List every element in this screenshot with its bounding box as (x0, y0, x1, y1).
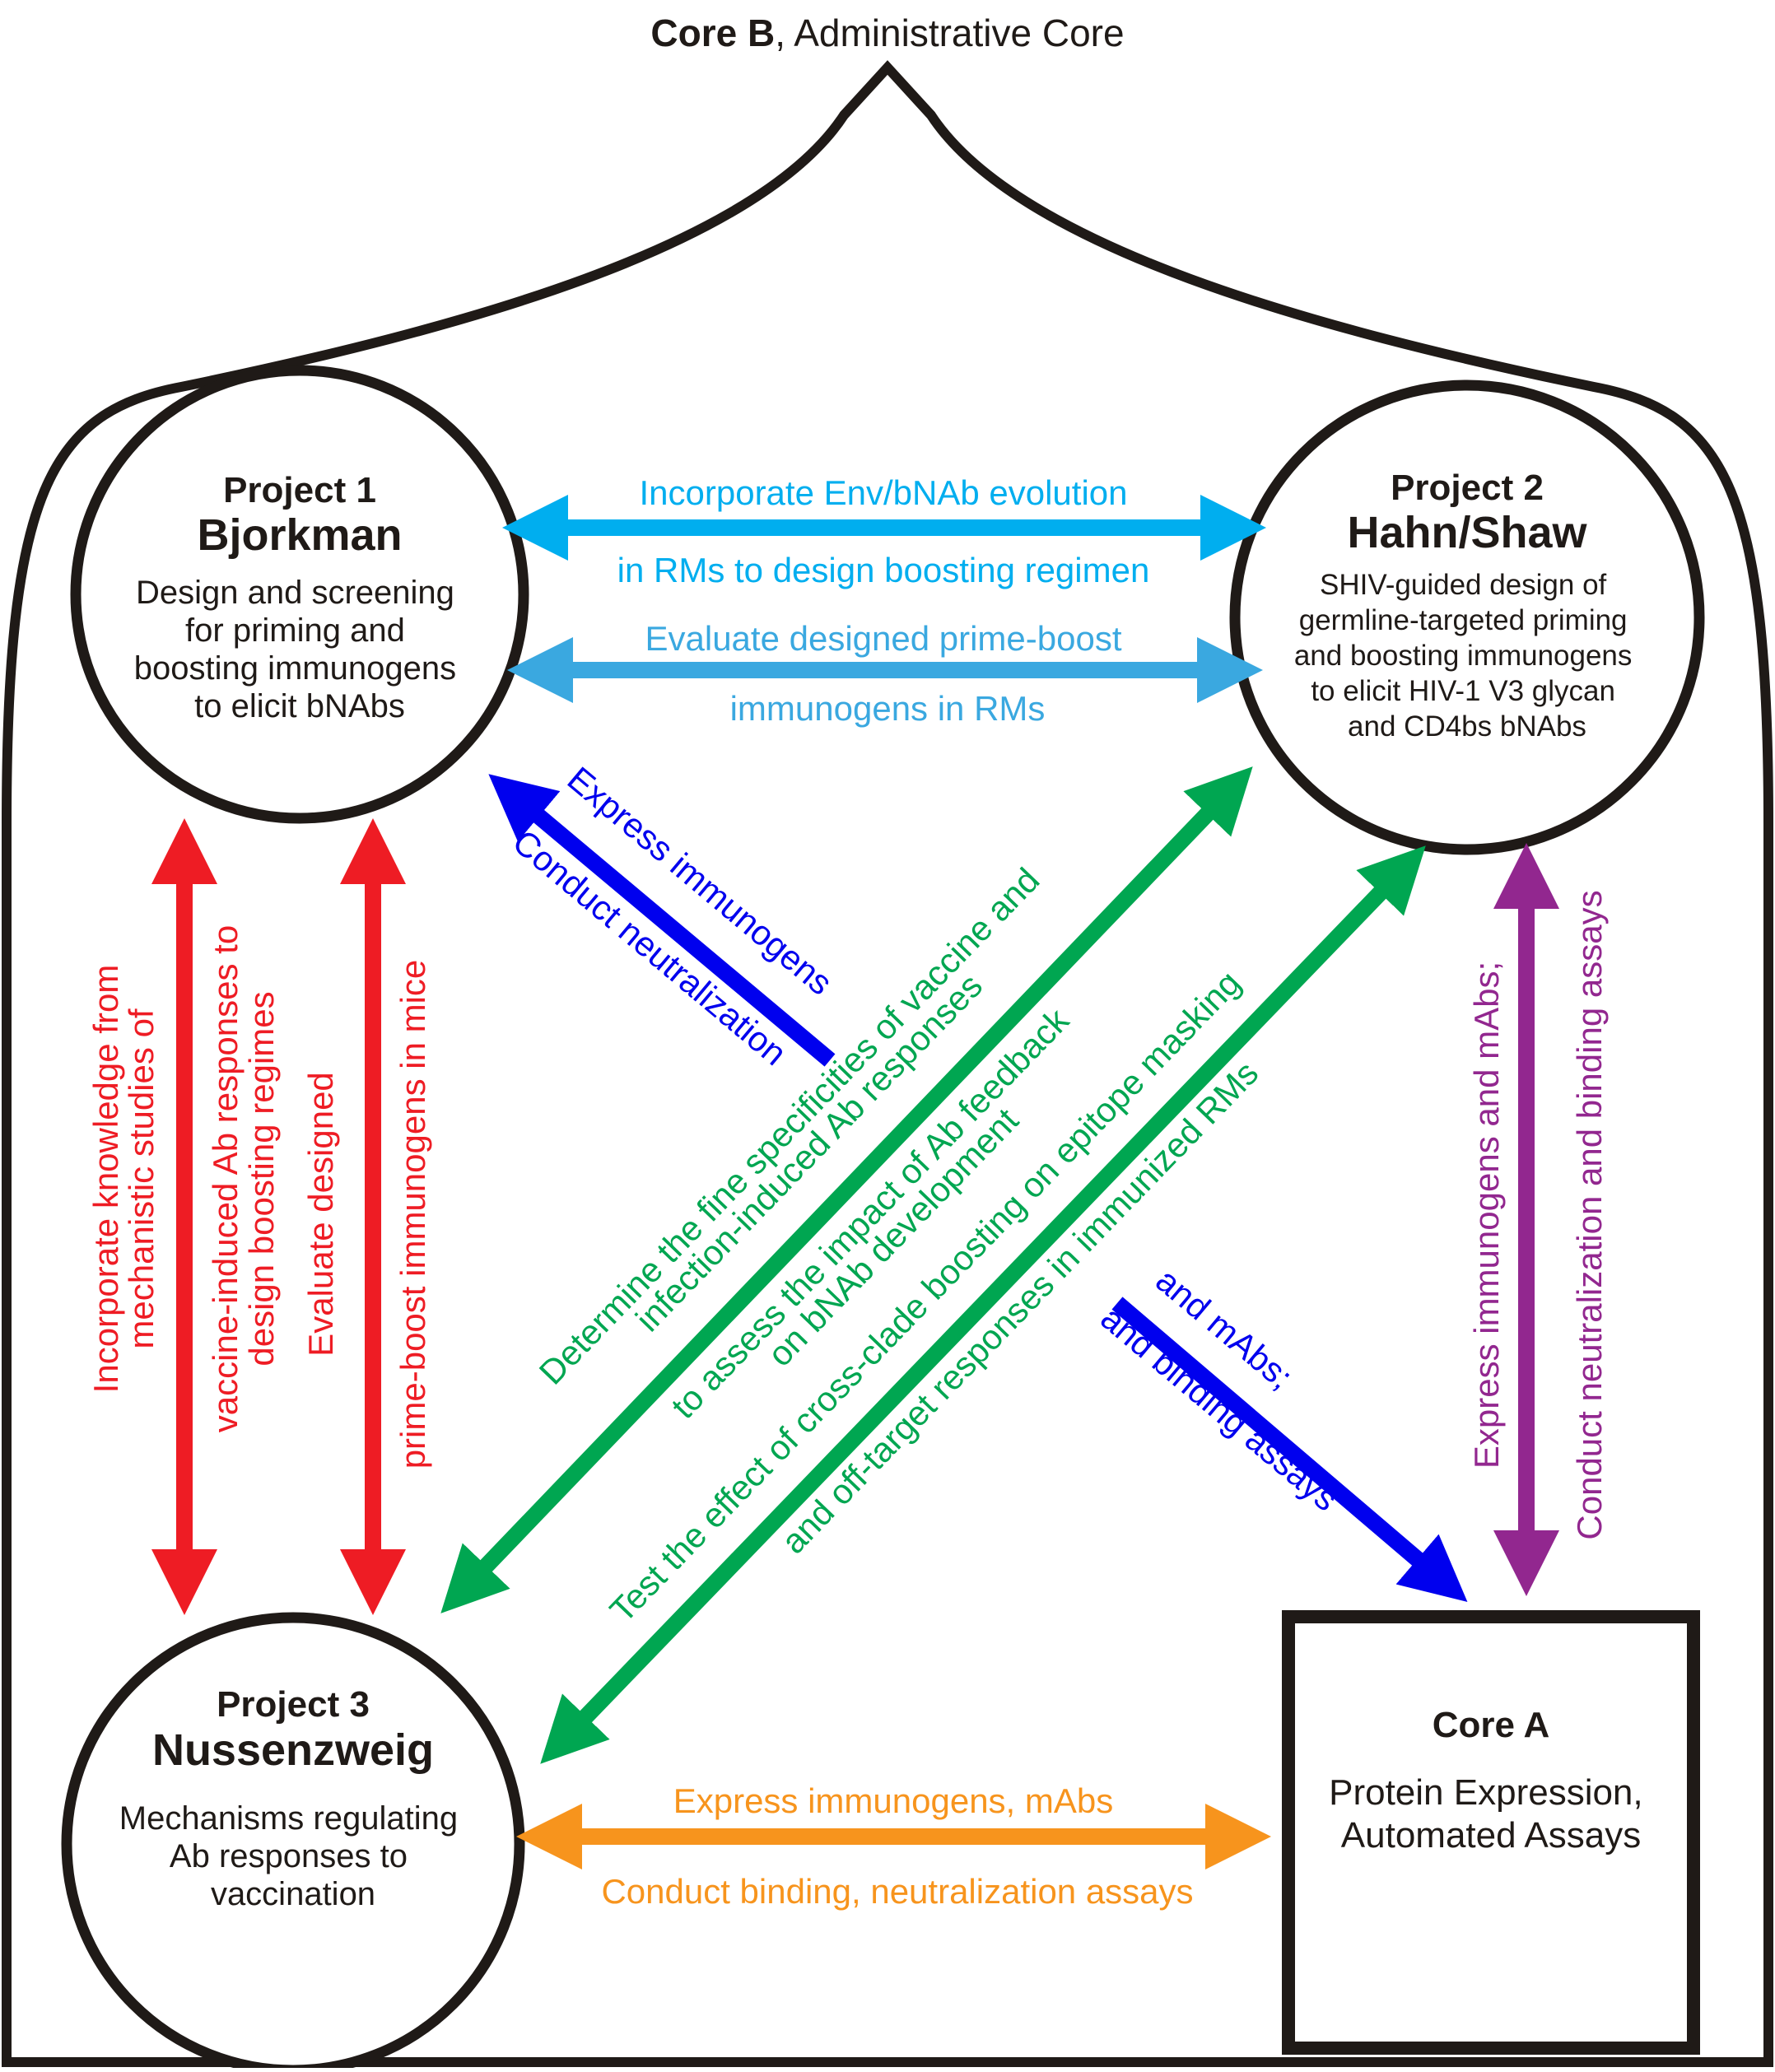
label-p2-coreA-line2: Conduct neutralization and binding assay… (1570, 890, 1609, 1539)
label-p1-p2-top-line1: Incorporate Env/bNAb evolution (639, 473, 1127, 512)
project2-name: Hahn/Shaw (1347, 508, 1587, 557)
project3-node: Project 3 Nussenzweig Mechanisms regulat… (119, 1684, 467, 1912)
project1-title: Project 1 (223, 470, 376, 510)
label-p2-coreA-line1: Express immunogens and mAbs; (1467, 962, 1506, 1469)
label-p1-p3-right: Evaluate designed prime-boost immunogens… (301, 960, 432, 1469)
project3-title: Project 3 (217, 1684, 370, 1725)
project2-node: Project 2 Hahn/Shaw SHIV-guided design o… (1294, 468, 1640, 743)
project3-name: Nussenzweig (152, 1725, 434, 1775)
core-a-title: Core A (1433, 1705, 1550, 1745)
label-p2-coreA: Express immunogens and mAbs; Conduct neu… (1467, 890, 1609, 1539)
label-p2-p3-c-line1: Test the effect of cross-clade boosting … (602, 963, 1247, 1630)
label-p3-coreA-line2: Conduct binding, neutralization assays (601, 1872, 1193, 1911)
core-b-label: Core B, Administrative Core (650, 12, 1124, 54)
label-p1-p3-left: Incorporate knowledge from mechanistic s… (86, 925, 281, 1432)
label-p1-p3-right-line1: Evaluate designed (301, 1072, 340, 1357)
arrow-p2-p3-lower (540, 845, 1426, 1764)
project1-circle (70, 365, 529, 824)
project2-desc: SHIV-guided design of germline-targeted … (1294, 569, 1640, 743)
label-p1-p2-top-line2: in RMs to design boosting regimen (617, 551, 1150, 589)
core-b-outline (2, 60, 1773, 2067)
label-p1-p3-right-line2: prime-boost immunogens in mice (394, 960, 432, 1469)
label-p1-p3-left-line2: mechanistic studies of (122, 1008, 161, 1349)
label-p3-coreA-line1: Express immunogens, mAbs (673, 1781, 1114, 1820)
project1-desc: Design and screening for priming and boo… (134, 575, 465, 724)
label-p1-p2-top: Incorporate Env/bNAb evolution in RMs to… (617, 473, 1150, 589)
core-a-desc: Protein Expression, Automated Assays (1329, 1772, 1653, 1855)
label-p1-p2-bottom-line2: immunogens in RMs (730, 689, 1046, 728)
project1-name: Bjorkman (197, 510, 402, 560)
project2-title: Project 2 (1391, 468, 1544, 508)
project3-desc: Mechanisms regulating Ab responses to va… (119, 1800, 467, 1912)
label-coreA-p1-lower: and mAbs; and binding assays (1093, 1260, 1345, 1518)
label-p1-p2-bottom-line1: Evaluate designed prime-boost (645, 619, 1121, 658)
label-p1-p3-left-line3: vaccine-induced Ab responses to (206, 925, 245, 1432)
label-p1-p3-left-line4: design boosting regimes (242, 991, 281, 1366)
label-p3-coreA: Express immunogens, mAbs Conduct binding… (601, 1781, 1193, 1911)
label-p1-p2-bottom: Evaluate designed prime-boost immunogens… (645, 619, 1121, 728)
project1-node: Project 1 Bjorkman Design and screening … (134, 470, 465, 724)
project2-circle (1229, 379, 1705, 855)
label-p1-p3-left-line1: Incorporate knowledge from (86, 965, 125, 1394)
core-a-node: Core A Protein Expression, Automated Ass… (1329, 1705, 1653, 1855)
